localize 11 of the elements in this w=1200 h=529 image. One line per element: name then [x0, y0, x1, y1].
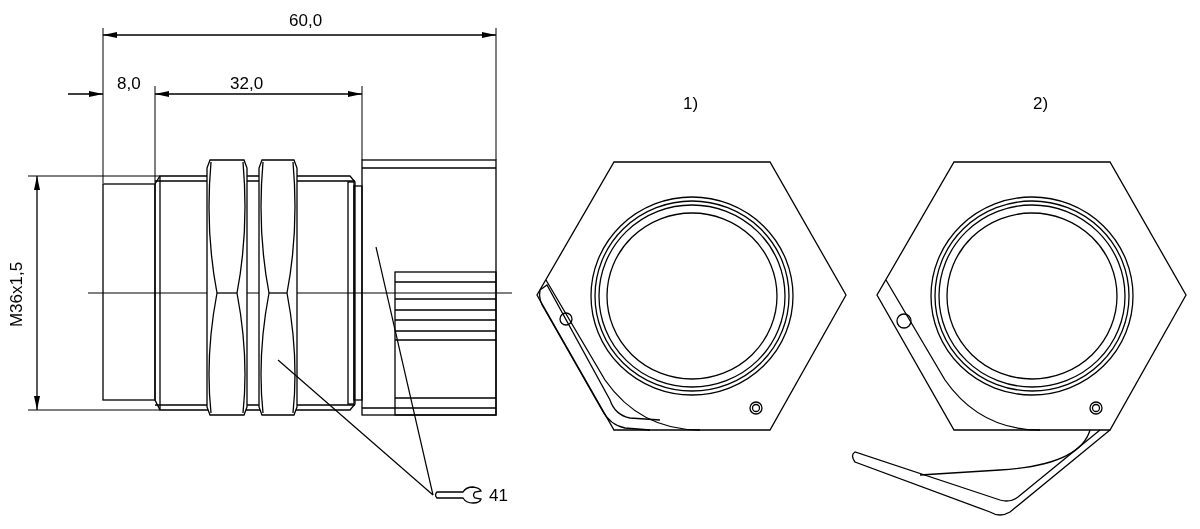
view-number: 2) [1033, 95, 1049, 112]
nut-drawing [258, 159, 298, 416]
dimension-text: 32,0 [230, 75, 264, 92]
thread-size-text: M36x1,5 [8, 261, 26, 328]
dimension-text: 60,0 [289, 12, 323, 29]
wrench-size-text: 41 [489, 486, 508, 504]
leader-line [375, 246, 434, 496]
housing-drawing [361, 159, 497, 416]
dimension-text: 8,0 [117, 75, 141, 92]
view-number: 1) [683, 95, 699, 112]
leader-line [277, 359, 434, 496]
